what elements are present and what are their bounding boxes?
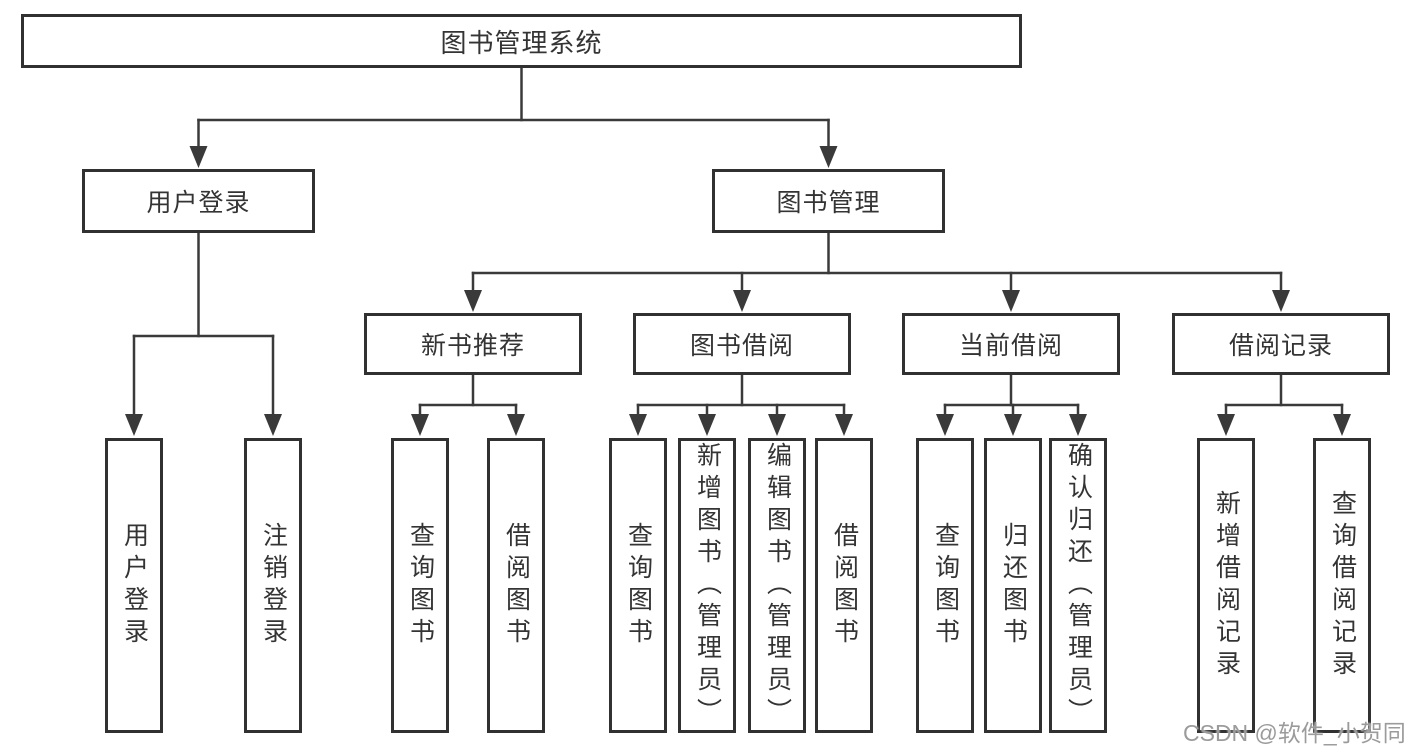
leaf-borrow-edit-admin: 编辑图书（管理员） [748, 438, 806, 733]
leaf-current-return: 归还图书 [984, 438, 1042, 733]
connector-management-to-level3 [464, 231, 1290, 312]
leaf-newbook-query: 查询图书 [391, 438, 449, 733]
connector-records-to-leaves [1217, 373, 1351, 436]
node-current-borrow: 当前借阅 [902, 313, 1120, 375]
leaf-current-confirm-admin-label: 确认归还（管理员） [1064, 441, 1093, 730]
node-user-login-label: 用户登录 [146, 189, 251, 217]
connector-current-to-leaves [936, 373, 1087, 436]
leaf-logout: 注销登录 [244, 438, 302, 733]
leaf-user-login-label: 用户登录 [120, 521, 149, 650]
node-current-borrow-label: 当前借阅 [958, 332, 1063, 360]
leaf-newbook-borrow-label: 借阅图书 [502, 521, 531, 650]
leaf-records-add: 新增借阅记录 [1197, 438, 1255, 733]
node-book-management: 图书管理 [712, 169, 945, 233]
connector-root-to-level2 [189, 66, 838, 168]
node-new-book-recommend-label: 新书推荐 [420, 332, 525, 360]
node-new-book-recommend: 新书推荐 [364, 313, 582, 375]
leaf-records-add-label: 新增借阅记录 [1212, 489, 1241, 682]
node-book-borrow: 图书借阅 [633, 313, 851, 375]
watermark: CSDN @软件_小贺同学 [1183, 720, 1405, 746]
leaf-user-login: 用户登录 [105, 438, 163, 733]
node-borrow-records: 借阅记录 [1172, 313, 1390, 375]
node-root: 图书管理系统 [21, 14, 1022, 68]
leaf-borrow-query-label: 查询图书 [624, 521, 653, 650]
leaf-current-return-label: 归还图书 [999, 521, 1028, 650]
leaf-borrow-borrow: 借阅图书 [815, 438, 873, 733]
node-book-management-label: 图书管理 [776, 189, 881, 217]
node-root-label: 图书管理系统 [440, 27, 603, 58]
leaf-records-query: 查询借阅记录 [1313, 438, 1371, 733]
leaf-records-query-label: 查询借阅记录 [1328, 489, 1357, 682]
leaf-borrow-add-admin: 新增图书（管理员） [678, 438, 736, 733]
connector-recommend-to-leaves [411, 373, 525, 436]
node-book-borrow-label: 图书借阅 [689, 332, 794, 360]
leaf-borrow-borrow-label: 借阅图书 [830, 521, 859, 650]
leaf-borrow-query: 查询图书 [609, 438, 667, 733]
leaf-logout-label: 注销登录 [259, 521, 288, 650]
node-borrow-records-label: 借阅记录 [1228, 332, 1333, 360]
connector-borrow-to-leaves [629, 373, 853, 436]
leaf-borrow-add-admin-label: 新增图书（管理员） [693, 441, 722, 730]
leaf-current-query: 查询图书 [916, 438, 974, 733]
connector-login-to-leaves [125, 231, 282, 436]
leaf-borrow-edit-admin-label: 编辑图书（管理员） [763, 441, 792, 730]
leaf-newbook-query-label: 查询图书 [406, 521, 435, 650]
leaf-current-confirm-admin: 确认归还（管理员） [1049, 438, 1107, 733]
leaf-current-query-label: 查询图书 [931, 521, 960, 650]
leaf-newbook-borrow: 借阅图书 [487, 438, 545, 733]
node-user-login: 用户登录 [82, 169, 315, 233]
